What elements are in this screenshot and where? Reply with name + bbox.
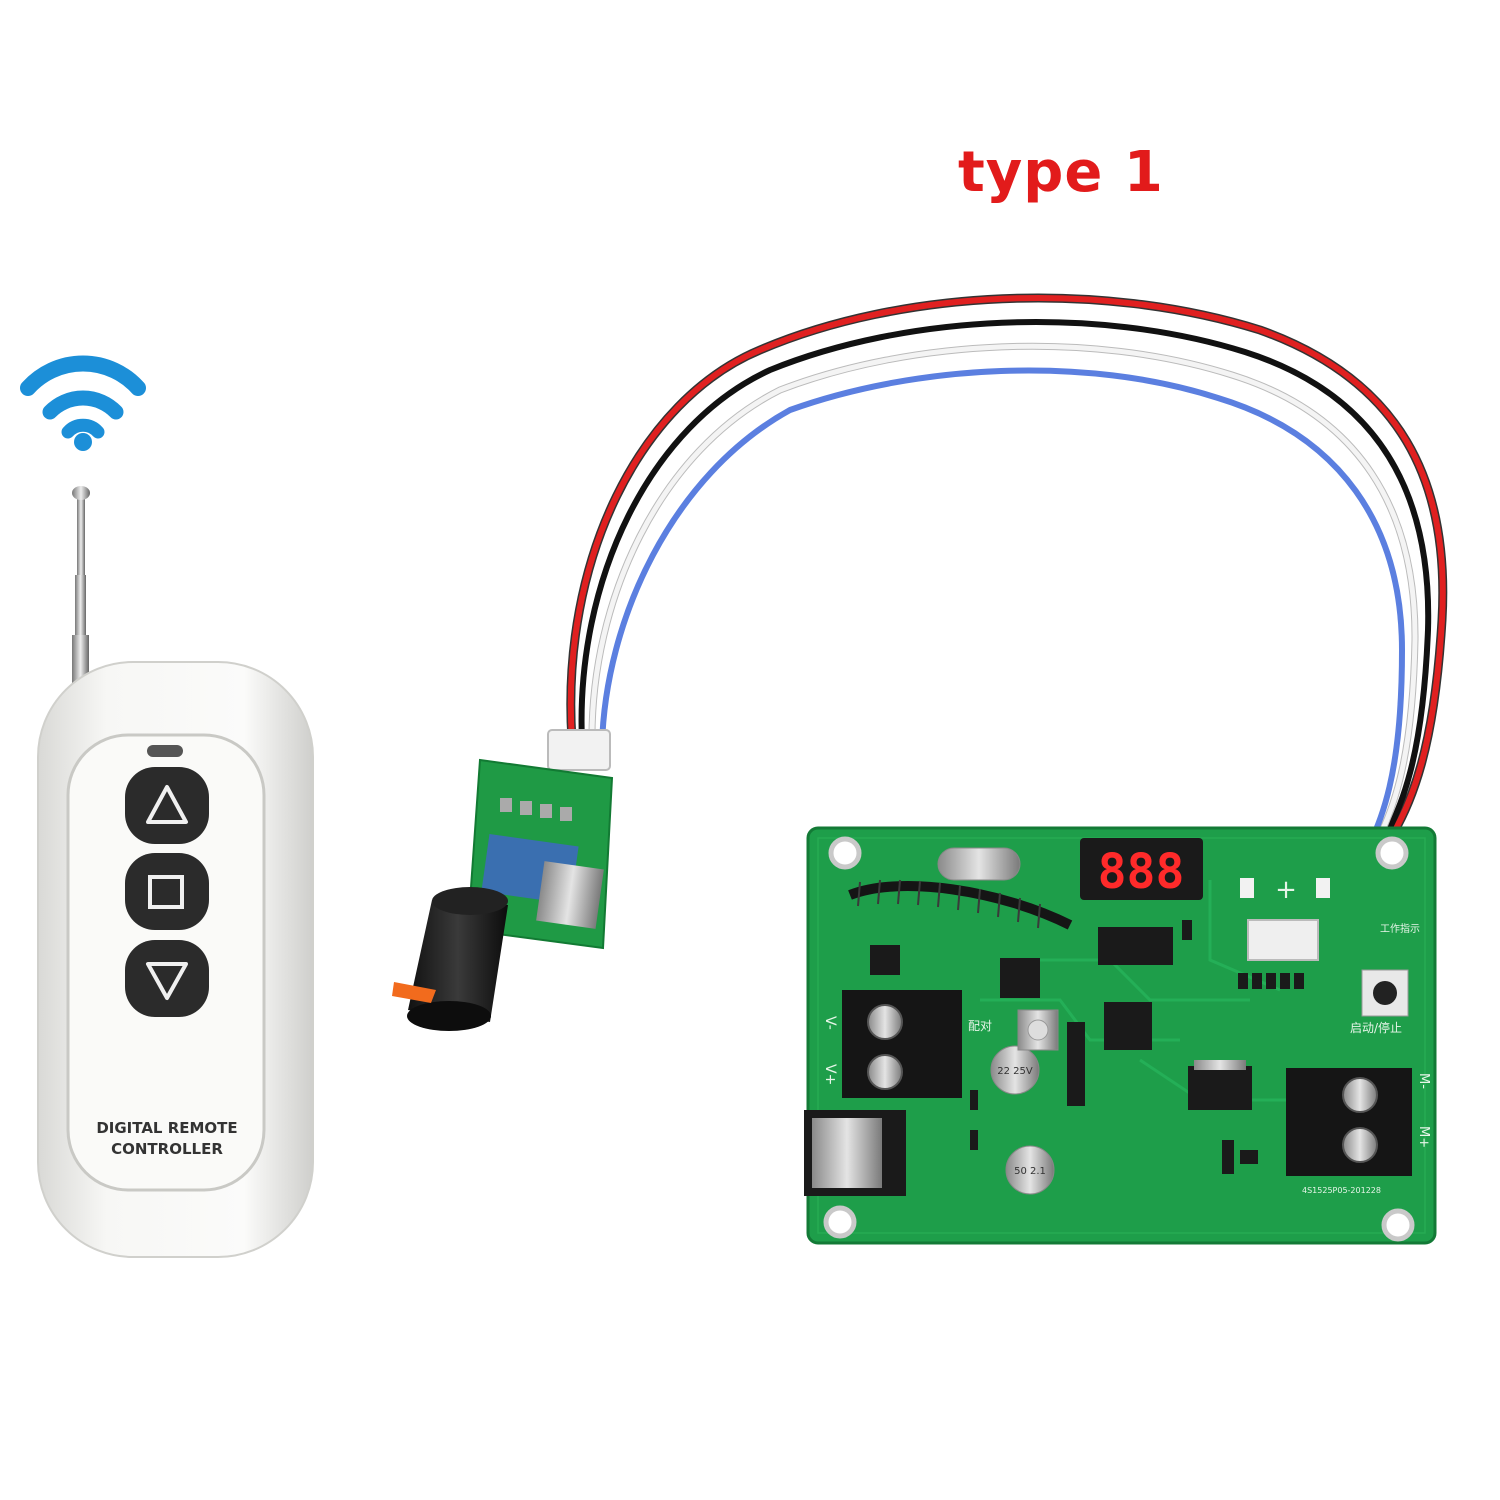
rotary-knob[interactable] [392, 887, 508, 1031]
m-plus-label: M+ [1416, 1126, 1431, 1148]
display-digits: 888 [1098, 844, 1185, 900]
remote-label-line1: DIGITAL REMOTE [96, 1119, 237, 1137]
v-minus-label: V- [822, 1016, 838, 1030]
down-arrow-icon [146, 962, 188, 1000]
potentiometer-module [392, 729, 614, 1031]
plus-pad-marker: + [1275, 875, 1297, 905]
start-stop-label: 启动/停止 [1350, 1020, 1402, 1035]
stop-square-icon [148, 875, 184, 909]
v-plus-label: V+ [822, 1064, 838, 1085]
board-wire-connector [1247, 919, 1319, 961]
cap2-label: 50 2.1 [1014, 1166, 1046, 1177]
up-button[interactable] [125, 767, 209, 844]
stop-button[interactable] [125, 853, 209, 930]
pcb-code-label: 4S1525P05-201228 [1302, 1186, 1381, 1195]
power-terminal-block[interactable] [842, 990, 962, 1098]
led-indicator [147, 745, 183, 757]
work-indicator-label: 工作指示 [1380, 922, 1420, 935]
antenna [72, 486, 90, 690]
remote-label-line2: CONTROLLER [111, 1140, 223, 1158]
pair-label: 配对 [968, 1019, 992, 1033]
motor-terminal-block[interactable] [1286, 1068, 1412, 1176]
down-button[interactable] [125, 940, 209, 1017]
type-label: type 1 [958, 140, 1164, 205]
remote-control: DIGITAL REMOTE CONTROLLER [37, 661, 314, 1258]
pcb-board: 888 22 25V 50 2.1 [804, 826, 1437, 1245]
wifi-icon [20, 355, 146, 451]
wire-connector [547, 729, 611, 771]
m-minus-label: M- [1416, 1073, 1431, 1089]
seven-segment-display [1080, 838, 1203, 900]
cap1-label: 22 25V [997, 1066, 1033, 1077]
up-arrow-icon [146, 785, 188, 824]
